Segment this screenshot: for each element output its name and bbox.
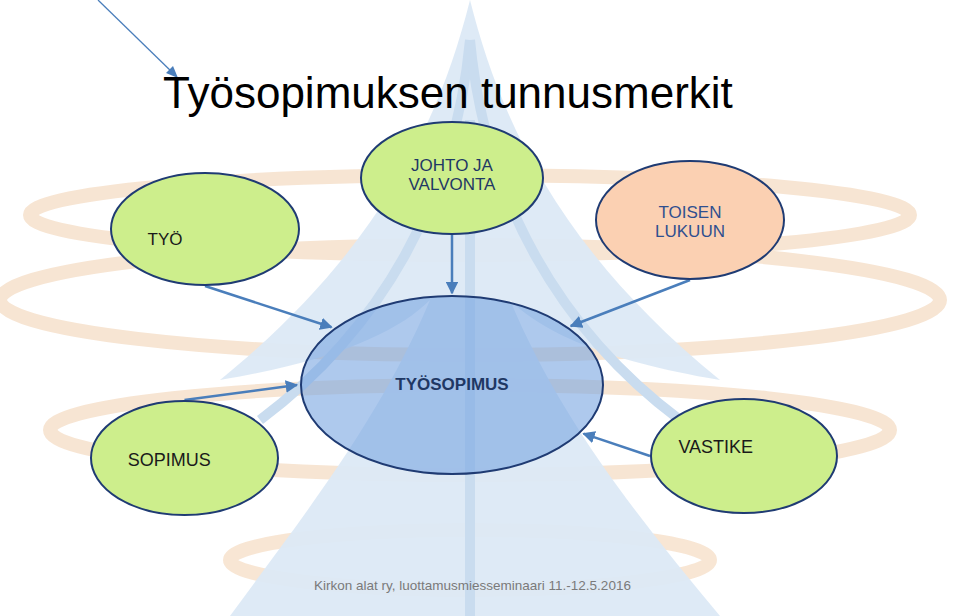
ellipse-shape	[301, 296, 603, 474]
node-label: TYÖSOPIMUS	[372, 375, 532, 394]
arrow-connector	[185, 385, 297, 400]
arrow-connector	[583, 434, 650, 456]
node-label: SOPIMUS	[114, 450, 224, 470]
footer-note: Kirkon alat ry, luottamusmiesseminaari 1…	[314, 578, 631, 593]
ellipse-shape	[361, 122, 543, 234]
pointer-line	[98, 0, 174, 74]
arrow-connector	[205, 286, 332, 327]
ellipse-shape	[596, 161, 784, 279]
ellipse-shape	[651, 399, 837, 513]
ellipse-node: TOISEN LUKUUN	[595, 160, 785, 280]
ellipse-shape	[111, 173, 299, 285]
ellipse-node: TYÖSOPIMUS	[300, 295, 604, 475]
node-label: VASTIKE	[666, 437, 766, 457]
ellipse-node: TYÖ	[110, 172, 300, 286]
ellipse-outline	[110, 172, 300, 286]
node-label: TOISEN LUKUUN	[640, 203, 740, 241]
ellipse-shape	[91, 401, 278, 515]
arrow-connector	[451, 235, 454, 293]
node-label: JOHTO JA VALVONTA	[402, 156, 502, 194]
ellipse-node: JOHTO JA VALVONTA	[360, 121, 544, 235]
slide-title: Työsopimuksen tunnusmerkit	[163, 68, 733, 118]
arrow-connector	[571, 280, 690, 326]
node-label: TYÖ	[135, 231, 195, 250]
ellipse-node: VASTIKE	[650, 398, 838, 514]
ellipse-node: SOPIMUS	[90, 400, 279, 516]
